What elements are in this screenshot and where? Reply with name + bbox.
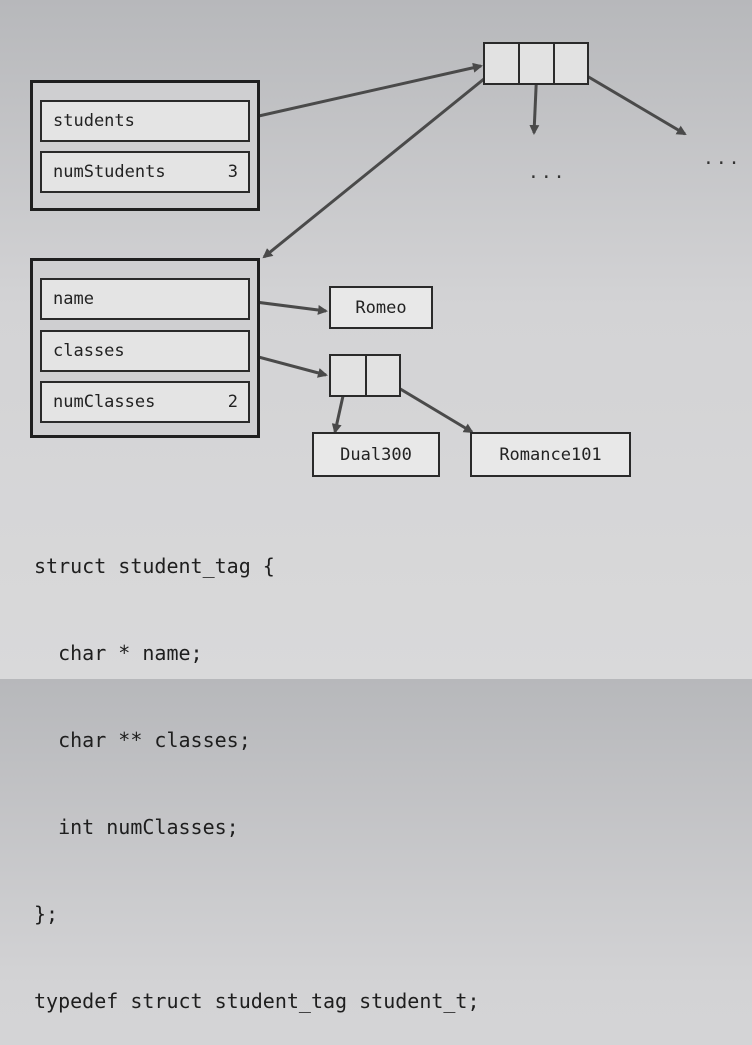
code-line-3: char ** classes; xyxy=(34,728,251,752)
num-students-label: numStudents xyxy=(53,161,166,182)
students-array-cell-2 xyxy=(553,42,589,85)
classes-label: classes xyxy=(53,340,125,361)
num-classes-label: numClasses xyxy=(53,391,156,412)
ellipsis-right: ... xyxy=(703,148,742,169)
num-students-field: numStudents 3 xyxy=(40,151,250,193)
name-field: name xyxy=(40,278,250,320)
code-line-4: int numClasses; xyxy=(34,815,239,839)
num-classes-value: 2 xyxy=(227,391,238,412)
classes-array-cell-1 xyxy=(365,354,401,397)
students-array-cell-1 xyxy=(518,42,555,85)
class-string-value-2: Romance101 xyxy=(499,444,602,465)
name-label: name xyxy=(53,288,94,309)
code-line-5: }; xyxy=(34,902,59,926)
student-struct: name classes numClasses 2 xyxy=(30,258,260,438)
classes-field: classes xyxy=(40,330,250,372)
class-string-box-2: Romance101 xyxy=(470,432,631,477)
classes-array-cell-0 xyxy=(329,354,367,397)
name-string-box: Romeo xyxy=(329,286,433,329)
students-array-cell-0 xyxy=(483,42,520,85)
class-string-box-1: Dual300 xyxy=(312,432,440,477)
students-pointer-arrow xyxy=(231,62,483,124)
num-students-value: 3 xyxy=(227,161,238,182)
code-block: struct student_tag { char * name; char *… xyxy=(34,494,480,1045)
roster-struct: students numStudents 3 xyxy=(30,80,260,211)
students-field: students xyxy=(40,100,250,142)
class-string-value-1: Dual300 xyxy=(340,444,412,465)
array-cell2-arrow-right xyxy=(569,64,687,136)
array-cell0-arrow-to-student xyxy=(262,64,501,259)
code-line-6: typedef struct student_tag student_t; xyxy=(34,989,480,1013)
num-classes-field: numClasses 2 xyxy=(40,381,250,423)
name-string-value: Romeo xyxy=(355,297,407,318)
code-line-1: struct student_tag { xyxy=(34,554,275,578)
ellipsis-left: ... xyxy=(528,162,567,183)
students-label: students xyxy=(53,110,135,131)
code-line-2: char * name; xyxy=(34,641,203,665)
